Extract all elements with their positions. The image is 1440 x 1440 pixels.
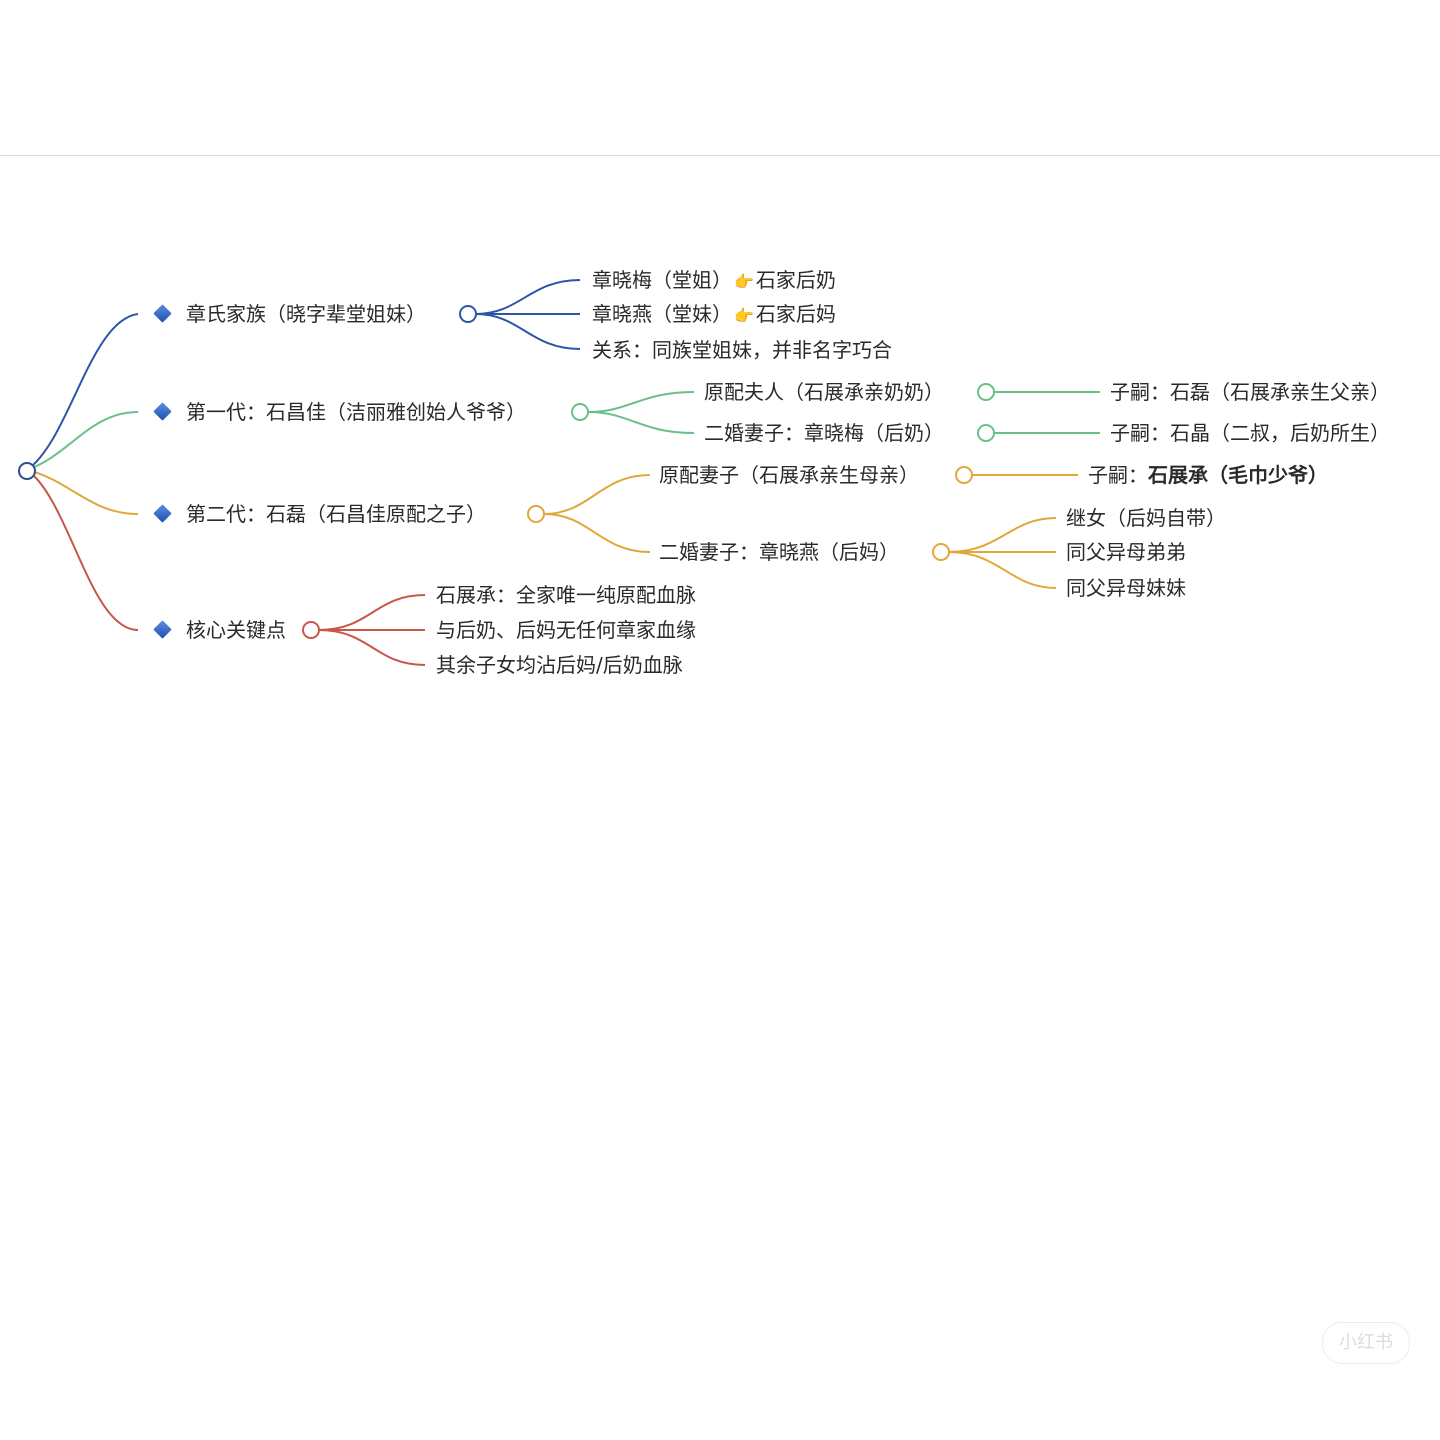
b4-c3 — [318, 629, 426, 666]
b2-child1-sub: 子嗣：石磊（石展承亲生父亲） — [1110, 380, 1390, 404]
b3-c2-s1 — [948, 517, 1057, 553]
connector-root-b1 — [26, 313, 139, 471]
b4-child2: 与后奶、后妈无任何章家血缘 — [436, 618, 696, 642]
b1-child1-target: 石家后奶 — [755, 268, 836, 292]
b3-child2: 二婚妻子：章晓燕（后妈） — [659, 540, 899, 564]
b1-c3 — [475, 313, 581, 350]
b1-child2: 章晓燕（堂妹）👉石家后妈 — [592, 302, 836, 328]
b3-node — [527, 505, 545, 523]
b2-child2: 二婚妻子：章晓梅（后奶） — [704, 421, 944, 445]
b3-child2-sub3: 同父异母妹妹 — [1066, 576, 1186, 600]
b3-child1-sub-bold: 石展承（毛巾少爷） — [1148, 463, 1328, 487]
b1-child2-target: 石家后妈 — [755, 302, 836, 326]
b3-c2-s3 — [948, 551, 1057, 589]
b3-child2-sub2: 同父异母弟弟 — [1066, 540, 1186, 564]
top-divider — [0, 155, 1440, 156]
b1-c1 — [475, 279, 581, 315]
b3-c1 — [543, 474, 651, 515]
watermark-logo: 小红书 — [1322, 1322, 1410, 1364]
connector-root-b4 — [26, 469, 139, 631]
pointing-hand-icon: 👉 — [734, 272, 754, 291]
b3-child1-sub: 子嗣：石展承（毛巾少爷） — [1088, 463, 1328, 487]
b4-child3: 其余子女均沾后妈/后奶血脉 — [436, 653, 683, 677]
connector-root-b3 — [26, 469, 139, 515]
b3-c2 — [543, 513, 651, 553]
b3-c2-node — [932, 543, 950, 561]
b3-child2-sub1: 继女（后妈自带） — [1066, 506, 1226, 530]
b1-child3: 关系：同族堂姐妹，并非名字巧合 — [592, 338, 892, 362]
b4-child1: 石展承：全家唯一纯原配血脉 — [436, 583, 696, 607]
b2-c1 — [587, 391, 695, 413]
mindmap-connectors — [18, 279, 1100, 666]
b2-c2 — [587, 411, 695, 434]
connector-root-b2 — [26, 411, 139, 471]
b4-node — [302, 621, 320, 639]
branch1-label: 章氏家族（晓字辈堂姐妹） — [186, 302, 426, 326]
b2-child2-sub: 子嗣：石晶（二叔，后奶所生） — [1110, 421, 1390, 445]
branch2-label: 第一代：石昌佳（洁丽雅创始人爷爷） — [186, 400, 526, 424]
b1-child1-name: 章晓梅（堂姐） — [592, 268, 732, 292]
branch3-label: 第二代：石磊（石昌佳原配之子） — [186, 502, 486, 526]
b1-child1: 章晓梅（堂姐）👉石家后奶 — [592, 268, 836, 294]
root-node — [18, 462, 36, 480]
b2-c1-node — [977, 383, 995, 401]
branch4-label: 核心关键点 — [186, 618, 286, 642]
b2-child1: 原配夫人（石展承亲奶奶） — [704, 380, 944, 404]
b2-node — [571, 403, 589, 421]
b2-c2-node — [977, 424, 995, 442]
b3-c1-node — [955, 466, 973, 484]
pointing-hand-icon: 👉 — [734, 306, 754, 325]
b1-child2-name: 章晓燕（堂妹） — [592, 302, 732, 326]
b3-child1: 原配妻子（石展承亲生母亲） — [659, 463, 919, 487]
b1-node — [459, 305, 477, 323]
b4-c1 — [318, 594, 426, 631]
b3-child1-sub-prefix: 子嗣： — [1088, 463, 1148, 487]
